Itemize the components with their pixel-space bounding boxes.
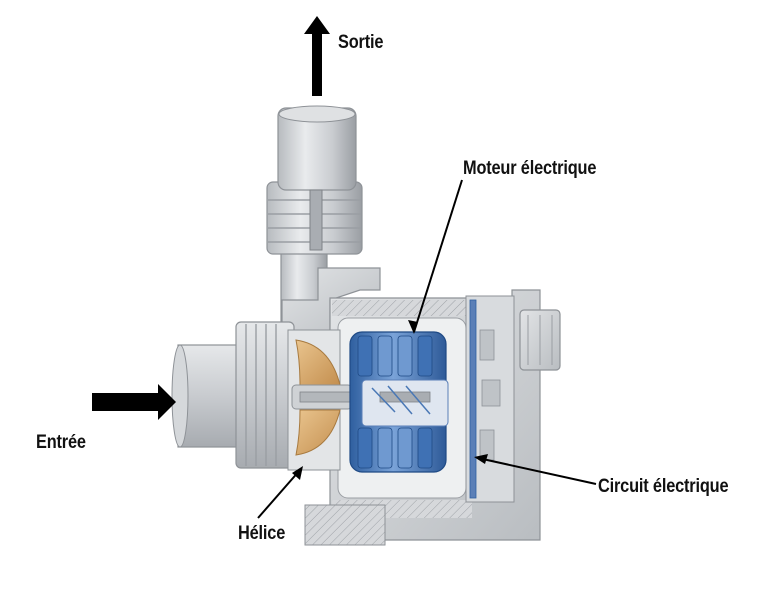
label-sortie: Sortie — [338, 32, 384, 53]
label-circuit-electrique: Circuit électrique — [598, 476, 729, 497]
label-moteur-electrique: Moteur électrique — [463, 158, 597, 179]
outlet-pipe — [266, 105, 363, 339]
inlet-arrow — [92, 384, 176, 420]
label-entree: Entrée — [36, 432, 86, 453]
electric-motor — [349, 331, 449, 473]
outlet-arrow — [304, 16, 330, 96]
label-helice: Hélice — [238, 523, 286, 544]
leader-lines — [257, 179, 597, 519]
